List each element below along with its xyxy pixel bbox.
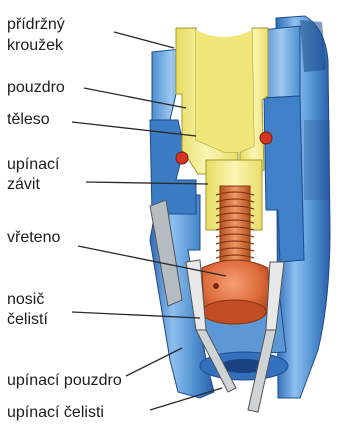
label-spindle: vřeteno (7, 228, 60, 247)
label-retaining-ring-line1: přídržný (7, 15, 65, 34)
label-clamping-thread-line2: závit (7, 175, 40, 194)
label-jaw-carrier-line1: nosič (7, 290, 44, 309)
label-clamping-thread-line1: upínací (7, 155, 59, 174)
label-retaining-ring-line2: kroužek (7, 36, 63, 55)
label-clamping-sleeve: upínací pouzdro (7, 371, 122, 390)
spindle (202, 260, 270, 324)
label-clamping-jaws: upínací čelisti (7, 403, 104, 422)
thread-column (216, 186, 254, 264)
label-jaw-carrier-line2: čelistí (7, 310, 48, 329)
label-body: těleso (7, 110, 50, 129)
label-housing: pouzdro (7, 78, 65, 97)
